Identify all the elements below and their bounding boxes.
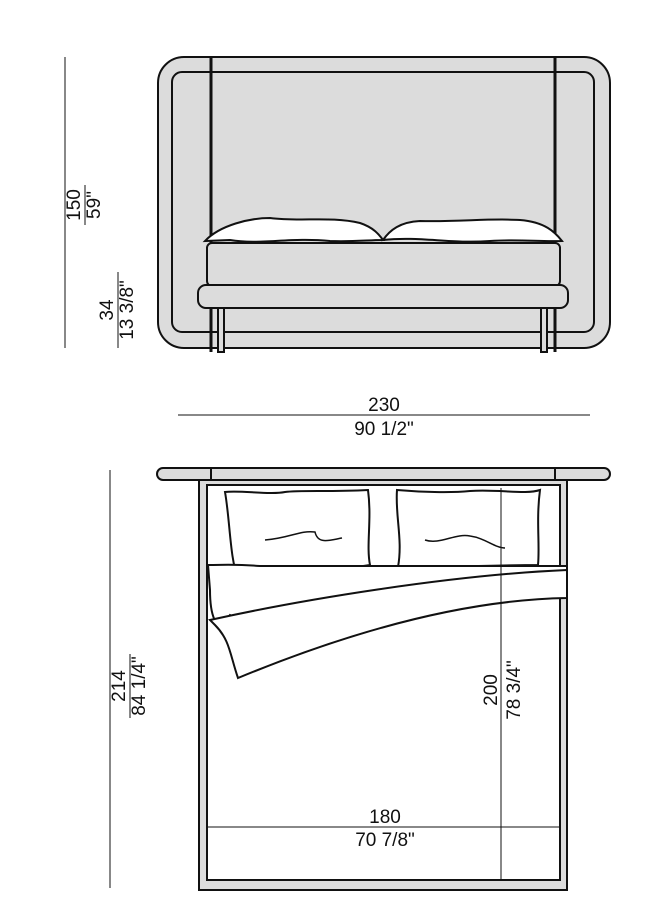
base-height-metric-label: 34 bbox=[97, 299, 118, 321]
headboard-top bbox=[156, 467, 611, 481]
pillow-right bbox=[380, 218, 564, 243]
duvet-fold bbox=[208, 568, 568, 680]
pillow-left bbox=[202, 216, 385, 243]
base-height-imperial-label: 13 3/8" bbox=[117, 280, 138, 340]
width-imperial-label: 90 1/2" bbox=[354, 419, 414, 440]
height-imperial-label: 59" bbox=[84, 191, 105, 219]
mattress-length-dimension: 200 78 3/4" bbox=[481, 488, 525, 880]
mattress-width-dimension: 180 70 7/8" bbox=[207, 807, 560, 851]
height-metric-label: 150 bbox=[64, 189, 85, 221]
mattress-length-metric-label: 200 bbox=[481, 674, 502, 706]
front-view bbox=[157, 56, 611, 353]
front-height-dimension: 150 59" 34 13 3/8" bbox=[64, 57, 138, 348]
leg-right bbox=[540, 307, 548, 353]
headboard-inner bbox=[171, 71, 595, 333]
mattress-width-metric-label: 180 bbox=[369, 807, 401, 828]
pillow-crease bbox=[264, 530, 343, 542]
mattress-length-imperial-label: 78 3/4" bbox=[504, 660, 525, 720]
mattress-front bbox=[206, 242, 561, 287]
total-width-dimension: 230 90 1/2" bbox=[178, 395, 590, 440]
leg-left bbox=[217, 307, 225, 353]
pillow-crease bbox=[424, 534, 506, 549]
bed-base-rail bbox=[197, 284, 569, 309]
length-imperial-label: 84 1/4" bbox=[129, 656, 150, 716]
pillow-right-top bbox=[395, 488, 542, 569]
length-metric-label: 214 bbox=[109, 670, 130, 702]
width-metric-label: 230 bbox=[368, 395, 400, 416]
mattress-width-imperial-label: 70 7/8" bbox=[355, 830, 415, 851]
total-length-dimension: 214 84 1/4" bbox=[109, 470, 150, 888]
